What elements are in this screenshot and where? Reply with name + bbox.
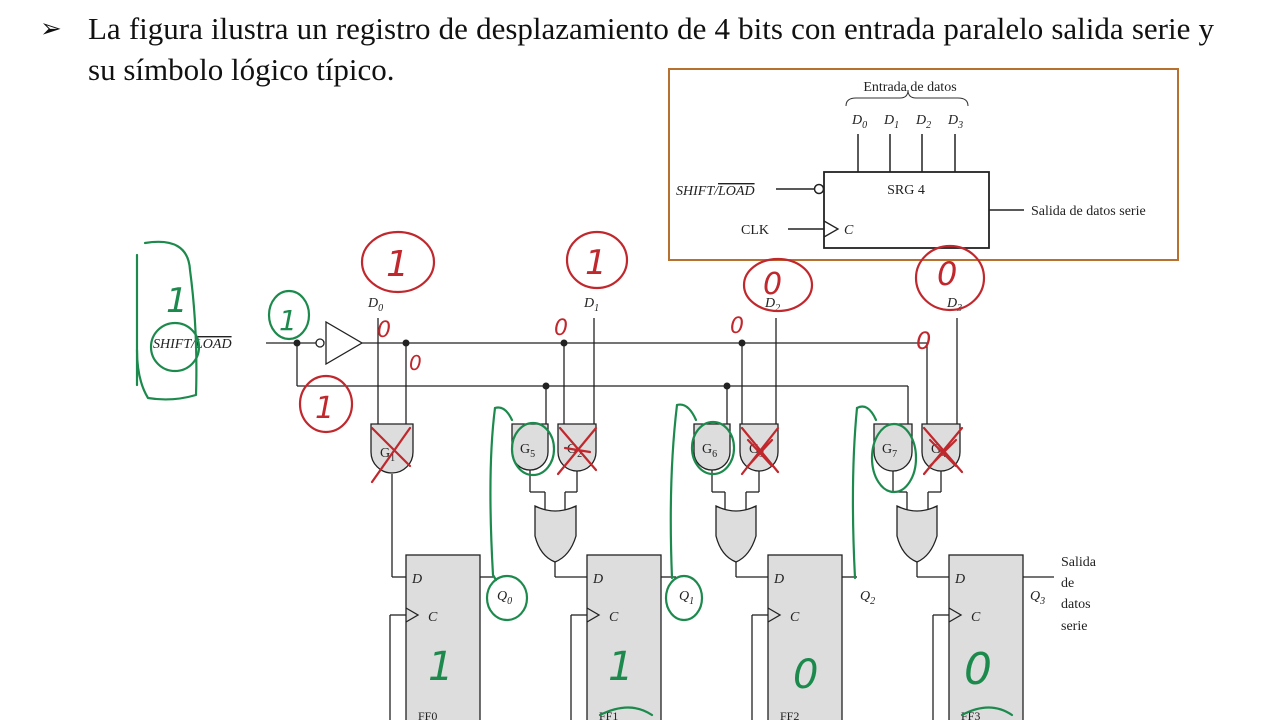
srg4-label: SRG 4: [887, 183, 925, 198]
handwritten-annotations: 1 1 1 1 0 0 1 1 0 0 1 0 0 0: [135, 230, 1014, 717]
logic-symbol: Entrada de datos D0 D1 D2 D3 SRG 4 SHIFT…: [668, 68, 1179, 261]
red-d1-value: 1: [585, 243, 607, 283]
ff2-d-label: D: [773, 572, 784, 587]
ff3-d-label: D: [954, 572, 965, 587]
red-zero-5: 0: [916, 327, 931, 355]
symbol-shift-load: SHIFT/LOAD: [676, 184, 755, 199]
ff0-name: FF0: [418, 709, 437, 720]
red-zero-4: 0: [730, 314, 744, 339]
data-input-d0: D0: [367, 296, 383, 314]
clock-triangle: [823, 220, 840, 238]
red-zero-3: 0: [554, 316, 568, 341]
data-input-d1: D1: [583, 296, 599, 314]
green-circle-g6: [690, 420, 736, 476]
circuit-shift-load: SHIFT/LOAD: [153, 337, 232, 352]
flipflop-ff1: [586, 554, 662, 720]
green-feedback-q2: [851, 406, 859, 580]
red-d0-value: 1: [386, 244, 409, 285]
green-circle-q0: [485, 574, 529, 622]
symbol-input-d3: D3: [947, 113, 963, 131]
gate-g1-label: G1: [380, 446, 395, 464]
symbol-c-label: C: [844, 223, 854, 238]
red-circle-d3: [914, 244, 986, 312]
red-cross-g2: [556, 426, 598, 476]
symbol-input-d0: D0: [851, 113, 867, 131]
symbol-input-d2: D2: [915, 113, 931, 131]
symbol-inputs: D0 D1 D2 D3: [851, 113, 963, 131]
red-circle-inverted: [298, 374, 354, 434]
gate-g6-label: G6: [702, 442, 717, 460]
ff2-q-label: Q2: [860, 589, 875, 607]
ff2-c-label: C: [790, 610, 800, 625]
red-zero-1: 0: [377, 318, 391, 343]
ff1-d-label: D: [592, 572, 603, 587]
ff1-c-label: C: [609, 610, 619, 625]
serial-out-line2: de: [1061, 576, 1074, 591]
ff2-name: FF2: [780, 709, 799, 720]
serial-out-line4: serie: [1061, 619, 1087, 634]
gate-g7-label: G7: [882, 442, 897, 460]
symbol-input-d1: D1: [883, 113, 899, 131]
symbol-clk: CLK: [741, 223, 769, 238]
green-feedback-q0: [489, 406, 498, 582]
ff3-state: 0: [964, 644, 992, 695]
ff3-c-label: C: [971, 610, 981, 625]
red-d2-value: 0: [763, 267, 782, 302]
or-gate-1: [534, 504, 577, 563]
ff3-name: FF3: [961, 709, 980, 720]
ff0-c-label: C: [428, 610, 438, 625]
green-shift-value: 1: [166, 281, 188, 321]
green-circle-shift: [149, 321, 201, 373]
inversion-bubble: [813, 183, 825, 195]
red-zero-2: 0: [409, 351, 422, 375]
serial-out-line1: Salida: [1061, 555, 1097, 570]
symbol-title: Entrada de datos: [863, 80, 956, 95]
flipflop-ff0: [405, 554, 481, 720]
or-gate-3: [896, 504, 938, 563]
symbol-serial-out: Salida de datos serie: [1031, 204, 1146, 219]
bullet-arrow-icon: ➢: [40, 14, 62, 44]
red-cross-g4: [922, 426, 964, 476]
serial-out-line3: datos: [1061, 597, 1091, 612]
flipflop-ff2: [767, 554, 843, 720]
flipflop-ff3: [948, 554, 1024, 720]
green-circle-shift-node: [267, 289, 311, 341]
green-circle-q1: [664, 574, 704, 622]
green-circle-g5: [510, 421, 556, 477]
ff2-state: 0: [793, 652, 818, 698]
circuit: SHIFT/LOAD D0 D1 D2 D3: [153, 296, 1097, 720]
ff0-d-label: D: [411, 572, 422, 587]
red-circle-d1: [565, 230, 629, 290]
ff1-name: FF1: [599, 709, 618, 720]
red-cross-g1: [370, 426, 412, 484]
red-cross-g3: [740, 426, 780, 476]
green-bracket: [135, 240, 198, 401]
ff1-q-label: Q1: [679, 589, 694, 607]
or-gate-2: [715, 504, 757, 563]
gate-g6: [693, 423, 731, 471]
buffer-triangle: [325, 320, 364, 366]
red-circle-d2: [742, 257, 814, 313]
gate-g7: [873, 423, 913, 472]
circuit-inversion-bubble: [315, 338, 325, 348]
ff1-state: 1: [608, 644, 633, 690]
red-inverted-value: 1: [315, 391, 334, 426]
slide-text: La figura ilustra un registro de desplaz…: [88, 11, 1214, 87]
ff0-q-label: Q0: [497, 589, 512, 607]
data-input-d3: D3: [946, 296, 962, 314]
data-input-d2: D2: [764, 296, 780, 314]
gate-g5-label: G5: [520, 442, 535, 460]
ff0-state: 1: [428, 644, 453, 690]
red-circle-d0: [360, 230, 436, 294]
green-shift-node-value: 1: [279, 304, 297, 337]
ff3-q-label: Q3: [1030, 589, 1045, 607]
brace: [845, 89, 969, 107]
green-feedback-q1: [669, 403, 679, 580]
green-circle-g7: [870, 422, 918, 494]
red-d3-value: 0: [937, 255, 957, 293]
